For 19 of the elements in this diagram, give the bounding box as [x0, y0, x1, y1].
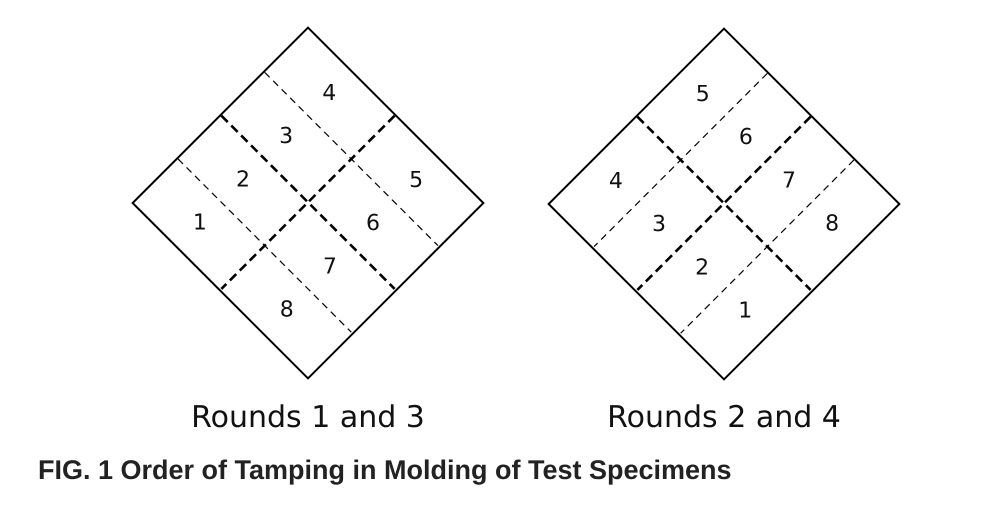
- order-number: 4: [608, 170, 623, 193]
- order-number: 1: [192, 212, 207, 235]
- order-number: 5: [409, 170, 424, 192]
- order-number: 8: [279, 300, 294, 322]
- order-number: 6: [366, 212, 380, 235]
- order-number: 7: [782, 170, 796, 193]
- order-number: 2: [695, 257, 710, 280]
- order-number: 4: [322, 83, 337, 106]
- order-number: 6: [738, 127, 753, 150]
- order-number: 5: [695, 84, 710, 106]
- diagram-label: Rounds 1 and 3: [191, 400, 425, 435]
- order-number: 7: [322, 256, 337, 278]
- order-number: 3: [279, 126, 294, 148]
- diagram-label: Rounds 2 and 4: [607, 400, 841, 435]
- order-number: 8: [825, 214, 840, 236]
- order-number: 1: [738, 300, 753, 323]
- figure-caption: FIG. 1 Order of Tamping in Molding of Test Specimens: [38, 455, 732, 486]
- order-number: 3: [652, 214, 666, 236]
- order-number: 2: [236, 170, 250, 192]
